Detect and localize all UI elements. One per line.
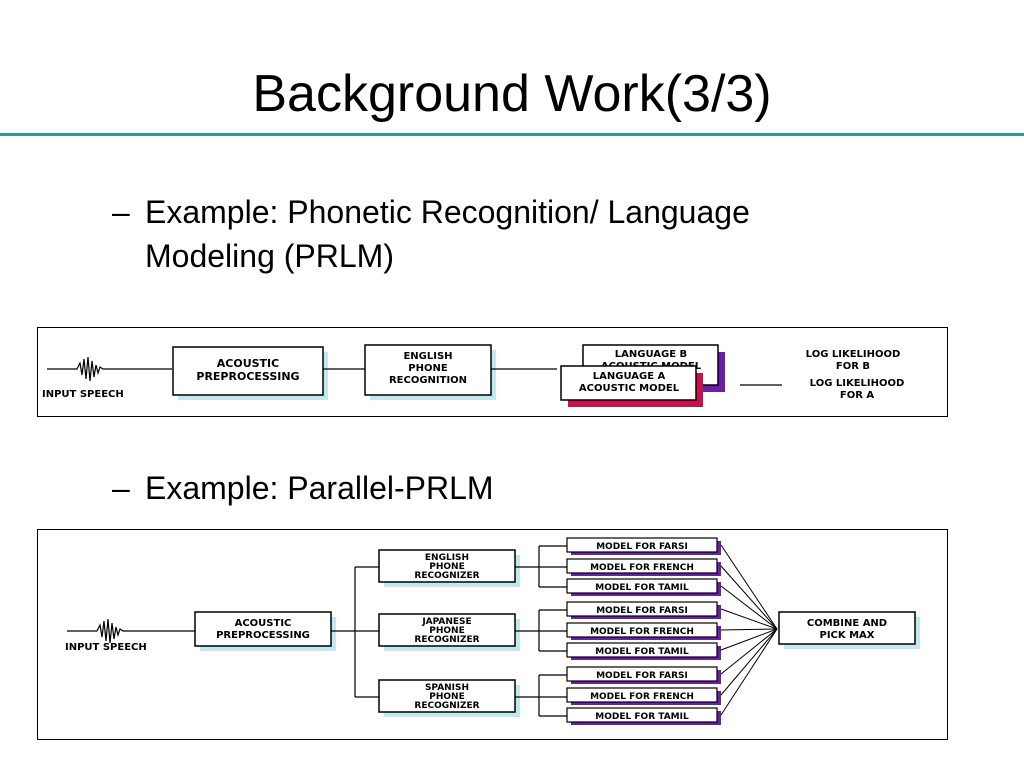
output-label-a: LOG LIKELIHOOD — [810, 378, 905, 389]
output-label-a: FOR A — [840, 390, 875, 401]
box-label: MODEL FOR FARSI — [596, 671, 688, 681]
prlm-diagram: INPUT SPEECH ACOUSTIC PREPROCESSING ENGL… — [37, 327, 948, 417]
input-speech-label: INPUT SPEECH — [65, 642, 147, 653]
box-label: MODEL FOR TAMIL — [595, 712, 689, 722]
english-phone-recognition-box — [364, 344, 492, 396]
box-label: RECOGNIZER — [414, 635, 479, 645]
title-divider — [0, 133, 1024, 136]
slide-title: Background Work(3/3) — [252, 65, 772, 123]
language-a-model-box — [560, 365, 697, 401]
box-label: MODEL FOR FRENCH — [590, 627, 694, 637]
box-label: MODEL FOR FRENCH — [590, 563, 694, 573]
model-tamil-box — [566, 578, 718, 594]
box-label: PHONE — [429, 626, 464, 636]
output-label-b: FOR B — [836, 361, 870, 372]
model-farsi-box — [566, 537, 718, 553]
bullet-prlm: – Example: Phonetic Recognition/ Languag… — [112, 190, 912, 280]
box-label: MODEL FOR FRENCH — [590, 692, 694, 702]
model-tamil-box — [566, 642, 718, 658]
box-label: PREPROCESSING — [216, 630, 310, 641]
model-farsi-box — [566, 601, 718, 617]
combine-pick-max-box — [778, 611, 916, 645]
box-label: LANGUAGE A — [593, 371, 666, 382]
box-label: PICK MAX — [819, 630, 874, 641]
acoustic-preprocessing-box — [194, 611, 332, 647]
bullet-parallel-prlm: – Example: Parallel-PRLM — [112, 466, 712, 510]
recognizer-group-japanese: JAPANESE PHONE RECOGNIZER — [378, 613, 520, 651]
model-french-box — [566, 558, 718, 574]
model-column: MODEL FOR FARSI MODEL FOR FRENCH MODEL F… — [566, 537, 721, 725]
box-label: MODEL FOR TAMIL — [595, 583, 689, 593]
box-label: RECOGNIZER — [414, 701, 479, 711]
input-speech-label: INPUT SPEECH — [42, 389, 124, 400]
recognizer-group-spanish: SPANISH PHONE RECOGNIZER — [378, 679, 520, 717]
output-label-b: LOG LIKELIHOOD — [806, 349, 901, 360]
english-recognizer-box — [378, 549, 516, 583]
model-french-box — [566, 687, 718, 703]
box-label: JAPANESE — [421, 617, 471, 627]
recognizer-group-english: ENGLISH PHONE RECOGNIZER — [378, 549, 520, 587]
box-label: ENGLISH — [403, 351, 452, 362]
model-french-box — [566, 622, 718, 638]
acoustic-preprocessing-box — [172, 346, 324, 396]
waveform-icon — [67, 618, 125, 644]
japanese-recognizer-box — [378, 613, 516, 647]
box-label: SPANISH — [425, 683, 469, 693]
box-label: MODEL FOR FARSI — [596, 542, 688, 552]
bullet-text-line: Example: Parallel-PRLM — [145, 470, 494, 506]
box-label: ACOUSTIC MODEL — [579, 383, 680, 394]
box-label: MODEL FOR FARSI — [596, 606, 688, 616]
bullet-text-line: Example: Phonetic Recognition/ Language — [145, 194, 750, 230]
box-label: MODEL FOR TAMIL — [595, 647, 689, 657]
box-label: RECOGNITION — [389, 375, 467, 386]
box-label: ACOUSTIC — [235, 618, 292, 629]
parallel-prlm-diagram: INPUT SPEECH ACOUSTIC PREPROCESSING ENGL… — [37, 529, 948, 740]
box-label: ACOUSTIC — [217, 357, 279, 370]
connector-lines — [720, 544, 778, 716]
model-farsi-box — [566, 666, 718, 682]
model-tamil-box — [566, 707, 718, 723]
box-label: RECOGNIZER — [414, 571, 479, 581]
box-label: PHONE — [429, 692, 464, 702]
box-label: PHONE — [429, 562, 464, 572]
bullet-dash: – — [112, 470, 130, 506]
bullet-dash: – — [112, 194, 130, 230]
box-label: PHONE — [408, 363, 448, 374]
box-label: LANGUAGE B — [615, 349, 687, 360]
box-label: PREPROCESSING — [196, 370, 299, 383]
box-label: COMBINE AND — [807, 618, 887, 629]
box-label: ENGLISH — [425, 553, 469, 563]
waveform-icon — [47, 356, 105, 382]
bullet-text-line: Modeling (PRLM) — [145, 238, 394, 274]
spanish-recognizer-box — [378, 679, 516, 713]
